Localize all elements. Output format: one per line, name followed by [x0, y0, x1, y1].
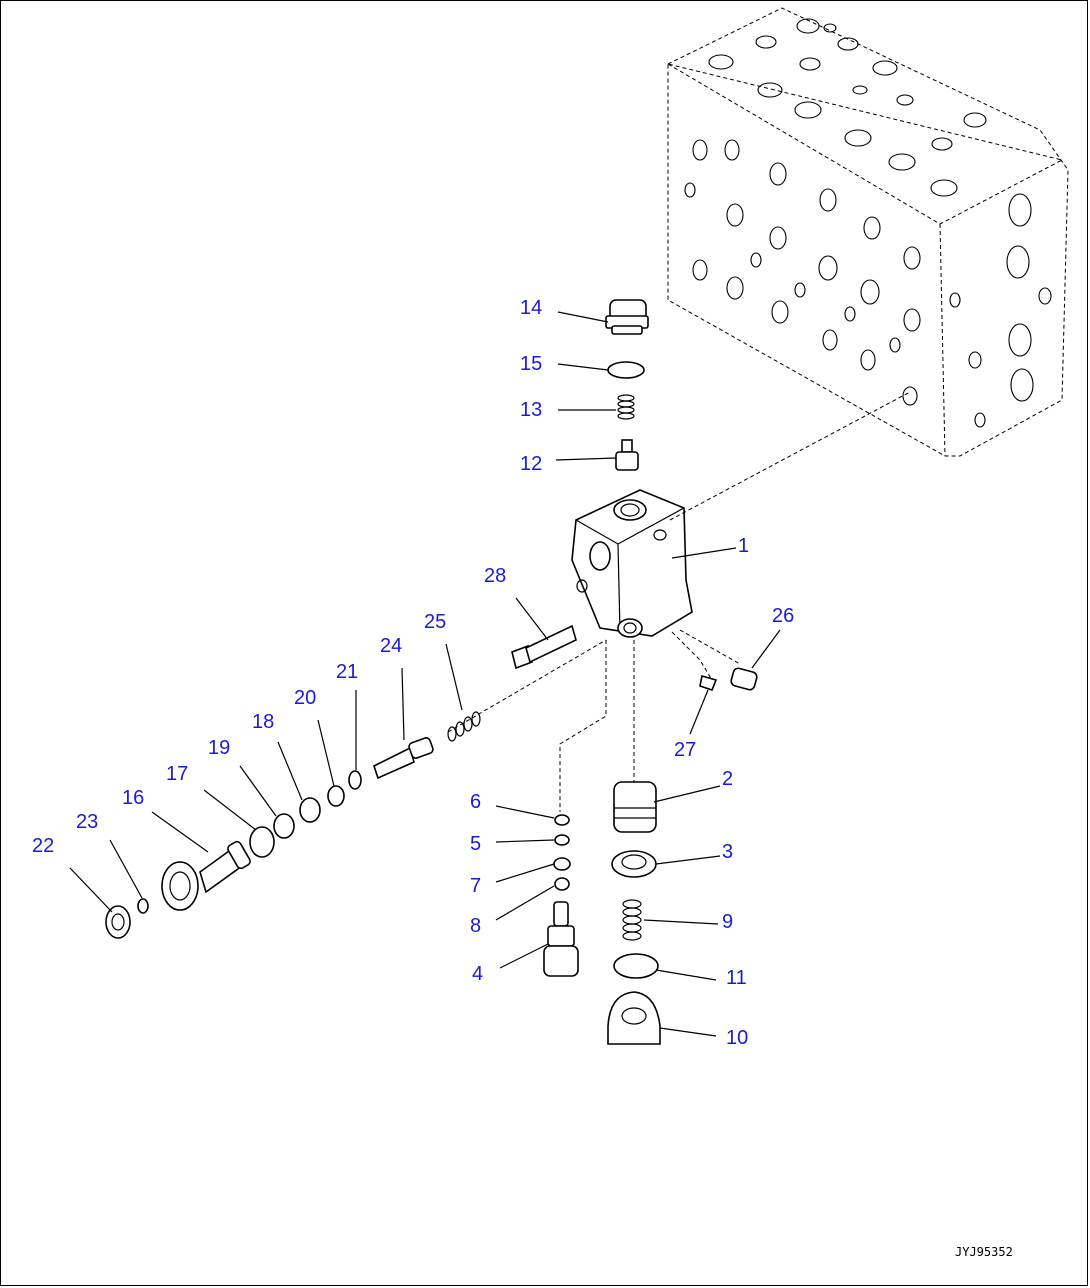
drawing-reference-code: JYJ95352	[955, 1245, 1013, 1259]
callout-2: 2	[722, 768, 733, 790]
callout-22: 22	[32, 835, 54, 857]
callout-9: 9	[722, 911, 733, 933]
part-22-plug	[105, 905, 131, 939]
callout-23: 23	[76, 811, 98, 833]
callout-18: 18	[252, 711, 274, 733]
part-10-plug	[607, 991, 661, 1045]
assembly-line-block	[669, 391, 911, 521]
assembly-line-26	[679, 629, 741, 665]
callout-8: 8	[470, 915, 481, 937]
callout-6: 6	[470, 791, 481, 813]
callout-28: 28	[484, 565, 506, 587]
callout-5: 5	[470, 833, 481, 855]
part-28-bolt	[511, 624, 577, 670]
callout-10: 10	[726, 1027, 748, 1049]
callout-12: 12	[520, 453, 542, 475]
part-18-ring	[299, 797, 321, 823]
part-9-spring	[622, 899, 642, 941]
assembly-line-25	[447, 639, 607, 733]
callout-19: 19	[208, 737, 230, 759]
part-20-o-ring	[327, 785, 345, 807]
part-19-washer	[273, 813, 295, 839]
callout-24: 24	[380, 635, 402, 657]
part-24-screw	[373, 737, 434, 780]
part-27-fitting	[699, 674, 718, 691]
part-3-seal	[611, 850, 657, 878]
part-23-o-ring	[137, 898, 149, 914]
part-21-nut	[348, 770, 362, 790]
callout-1: 1	[738, 535, 749, 557]
callout-labels: 1 2 3 4 5 6 7 8 9 10 11 12 13 14 15 16 1…	[32, 297, 794, 1049]
callout-26: 26	[772, 605, 794, 627]
callout-4: 4	[472, 963, 483, 985]
part-5-ring	[554, 834, 570, 846]
callout-14: 14	[520, 297, 542, 319]
callout-13: 13	[520, 399, 542, 421]
assembly-line-27	[671, 631, 713, 681]
callout-21: 21	[336, 661, 358, 683]
callout-11: 11	[726, 967, 747, 989]
part-25-spring	[447, 711, 481, 742]
callout-20: 20	[294, 687, 316, 709]
callout-15: 15	[520, 353, 542, 375]
part-12-poppet	[615, 439, 639, 471]
part-11-o-ring	[613, 953, 659, 979]
callout-16: 16	[122, 787, 144, 809]
part-26-plug	[730, 667, 758, 691]
part-2-plug	[613, 781, 657, 833]
part-6-ring	[554, 814, 570, 826]
valve-block-body	[667, 7, 1069, 457]
part-15-o-ring	[607, 361, 645, 379]
part-4-poppet	[543, 901, 579, 977]
part-7-o-ring	[553, 857, 571, 871]
part-14-plug	[605, 299, 649, 335]
callout-7: 7	[470, 875, 481, 897]
callout-3: 3	[722, 841, 733, 863]
section-valve-body	[571, 489, 693, 638]
leader-lines	[69, 311, 781, 1037]
part-8-ring	[554, 877, 570, 891]
part-17-o-ring	[249, 826, 275, 858]
assembly-line-6	[559, 640, 607, 812]
part-16-relief-valve	[161, 840, 251, 911]
callout-25: 25	[424, 611, 446, 633]
callout-27: 27	[674, 739, 696, 761]
part-13-spring	[617, 394, 635, 420]
callout-17: 17	[166, 763, 188, 785]
